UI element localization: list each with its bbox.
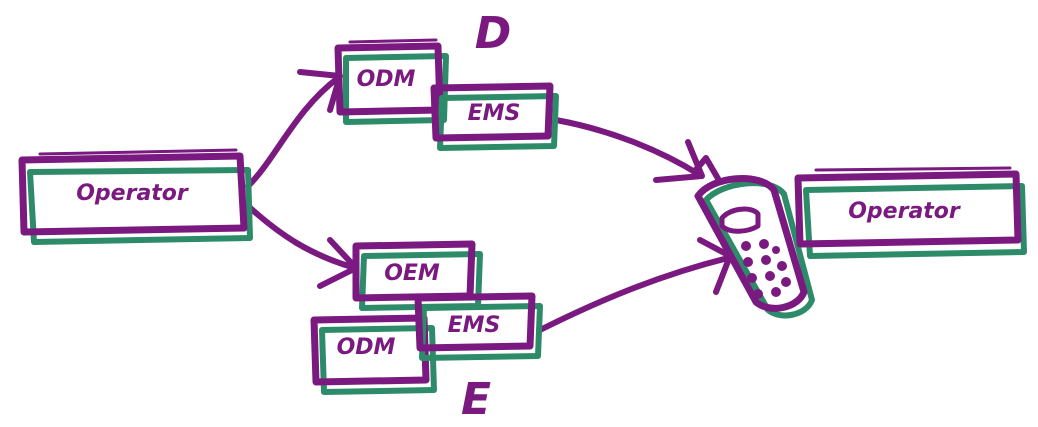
arrow-operator-to-odm-top xyxy=(245,75,341,189)
arrow-ems-top-to-phone xyxy=(553,117,703,178)
ems-label-bottom: EMS xyxy=(448,313,501,338)
group-e-letter: E xyxy=(461,374,491,425)
odm-box-bottom: ODM xyxy=(310,314,437,395)
mobile-phone-icon xyxy=(691,155,815,319)
ems-box-bottom: EMS xyxy=(414,292,543,361)
arrow-operator-to-oem xyxy=(245,203,358,271)
operator-right-label: Operator xyxy=(848,199,961,224)
connectors xyxy=(245,69,733,333)
arrow-head-phone-top xyxy=(653,139,705,183)
odm-label-top: ODM xyxy=(357,67,416,92)
ems-label-top: EMS xyxy=(468,101,521,126)
operator-left-label: Operator xyxy=(76,181,189,206)
oem-label: OEM xyxy=(384,261,440,286)
odm-label-bottom: ODM xyxy=(337,335,396,360)
ems-box-top: EMS xyxy=(430,82,559,151)
operator-right-box: Operator xyxy=(794,166,1027,259)
arrow-ems-bottom-to-phone xyxy=(537,255,731,333)
operator-left-box: Operator xyxy=(18,148,253,245)
odm-box-top: ODM xyxy=(334,38,449,125)
group-d-letter: D xyxy=(475,8,512,59)
